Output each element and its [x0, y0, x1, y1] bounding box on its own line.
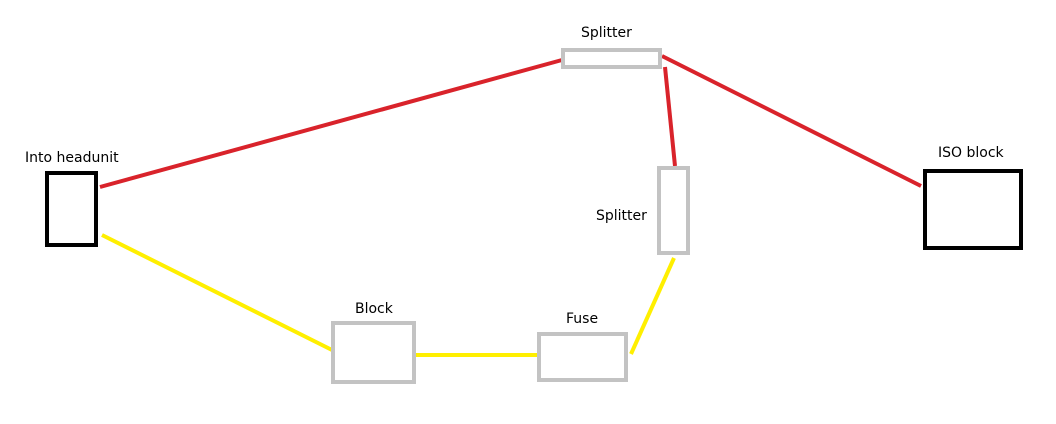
fuse-label: Fuse: [566, 311, 598, 327]
wire-red-headunit-splitter: [99, 58, 563, 189]
wire-yellow-headunit-block: [101, 233, 333, 352]
splitter-right-block: [657, 166, 690, 255]
iso-block-label: ISO block: [938, 145, 1005, 161]
wire-red-splitter-splitter: [663, 66, 677, 167]
wire-yellow-fuse-splitter: [629, 257, 676, 355]
blocks: [45, 48, 1023, 384]
splitter-top-block: [561, 48, 662, 69]
block-label: Block: [355, 301, 394, 317]
block-box: [331, 321, 416, 384]
headunit-connector: [45, 171, 98, 247]
wires: [99, 54, 922, 357]
labels: Into headunit Splitter Splitter ISO bloc…: [25, 25, 1005, 327]
splitter-right-label: Splitter: [596, 208, 647, 224]
fuse-box: [537, 332, 628, 382]
iso-block-box: [923, 169, 1023, 250]
splitter-top-label: Splitter: [581, 25, 632, 41]
wire-red-splitter-iso: [661, 54, 922, 188]
headunit-label: Into headunit: [25, 150, 119, 166]
